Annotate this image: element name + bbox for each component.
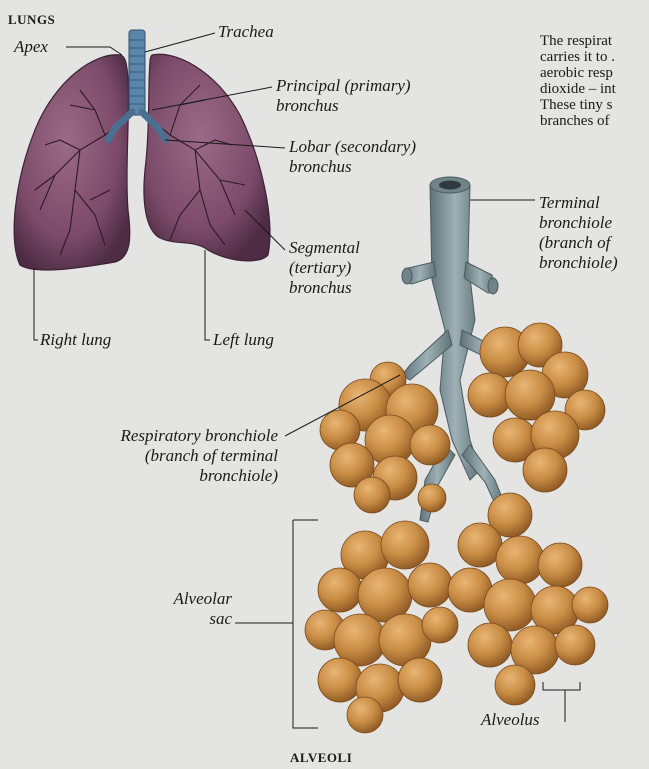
- label-alveolus: Alveolus: [481, 710, 540, 730]
- body-line: carries it to .: [540, 49, 615, 65]
- alveolus-single: [418, 484, 446, 512]
- label-lobar-bronchus: Lobar (secondary) bronchus: [289, 137, 416, 177]
- alveoli-heading: ALVEOLI: [290, 750, 352, 766]
- right-lung: [14, 55, 130, 270]
- body-line: aerobic resp: [540, 65, 613, 81]
- label-segmental-bronchus: Segmental (tertiary) bronchus: [289, 238, 360, 298]
- alveoli-cluster-lower-left: [305, 521, 458, 733]
- body-line: dioxide – int: [540, 81, 616, 97]
- label-alveolar-sac: Alveolar sac: [140, 589, 232, 629]
- left-lung: [144, 54, 270, 261]
- lungs-heading: LUNGS: [8, 12, 55, 28]
- body-line: The respirat: [540, 33, 612, 49]
- label-respiratory-bronchiole: Respiratory bronchiole (branch of termin…: [66, 426, 278, 486]
- label-right-lung: Right lung: [40, 330, 111, 350]
- body-line: These tiny s: [540, 97, 613, 113]
- label-terminal-bronchiole: Terminal bronchiole (branch of bronchiol…: [539, 193, 618, 273]
- label-principal-bronchus: Principal (primary) bronchus: [276, 76, 411, 116]
- label-trachea: Trachea: [218, 22, 274, 42]
- label-apex: Apex: [14, 37, 48, 57]
- body-paragraph: The respirat carries it to . aerobic res…: [540, 33, 616, 129]
- alveoli-cluster-lower-right: [448, 523, 608, 705]
- body-line: branches of: [540, 113, 610, 129]
- alveoli-cluster-upper-right: [468, 323, 605, 492]
- label-left-lung: Left lung: [213, 330, 274, 350]
